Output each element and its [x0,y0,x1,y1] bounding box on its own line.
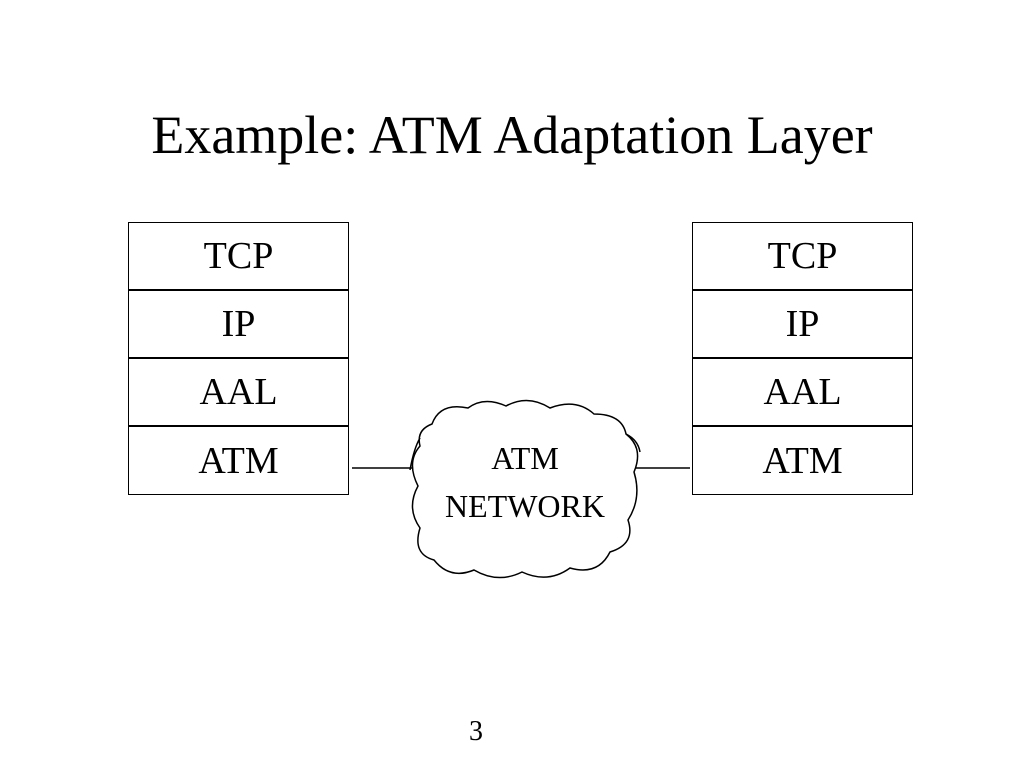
left-layer-aal: AAL [129,359,348,427]
right-layer-atm: ATM [762,439,843,482]
right-protocol-stack: TCP IP AAL ATM [692,222,913,495]
left-layer-tcp: TCP [129,223,348,291]
left-protocol-stack: TCP IP AAL ATM [128,222,349,495]
left-layer-atm: ATM [198,439,279,482]
right-layer-aal: AAL [693,359,912,427]
left-layer-ip: IP [129,291,348,359]
page-number: 3 [469,716,483,747]
network-label-line2: NETWORK [445,488,605,524]
network-label-line1: ATM [491,440,559,476]
right-layer-tcp: TCP [693,223,912,291]
right-layer-ip: IP [693,291,912,359]
slide-title: Example: ATM Adaptation Layer [151,105,873,165]
